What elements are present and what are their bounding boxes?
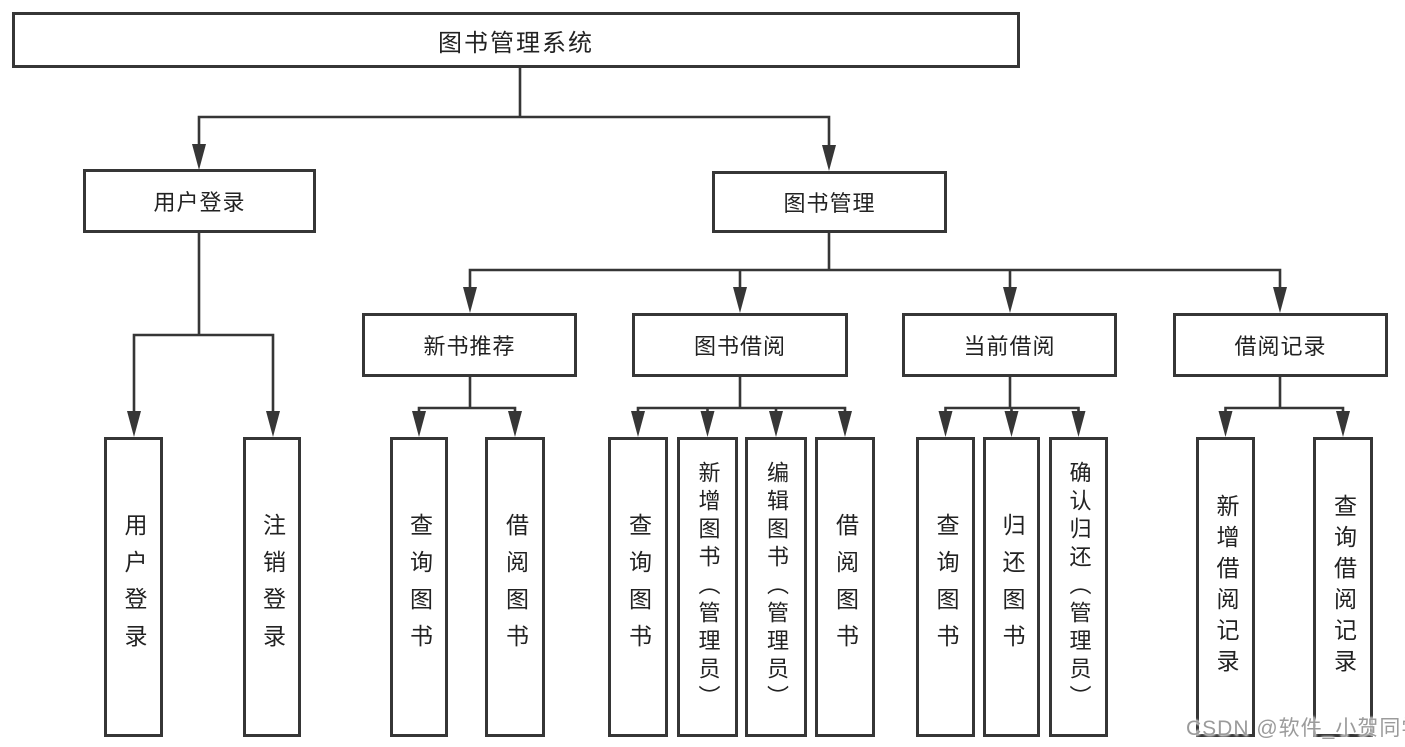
node-logout-leaf: 注销登录 — [243, 437, 301, 737]
node-new-book-recommendation: 新书推荐 — [362, 313, 577, 377]
node-borrow-books-leaf: 借阅图书 — [815, 437, 875, 737]
node-borrow-books-under-recommend: 借阅图书 — [485, 437, 545, 737]
node-user-login-module: 用户登录 — [83, 169, 316, 233]
node-query-books-under-recommend: 查询图书 — [390, 437, 448, 737]
node-add-borrowing-record: 新增借阅记录 — [1196, 437, 1255, 737]
node-confirm-return-admin: 确认归还（管理员） — [1049, 437, 1108, 737]
node-user-login-leaf: 用户登录 — [104, 437, 163, 737]
node-library-management-system: 图书管理系统 — [12, 12, 1020, 68]
node-book-borrowing: 图书借阅 — [632, 313, 848, 377]
csdn-watermark: CSDN @软件_小贺同学 — [1186, 717, 1405, 740]
node-return-books: 归还图书 — [983, 437, 1040, 737]
node-borrowing-records: 借阅记录 — [1173, 313, 1388, 377]
node-current-borrowing: 当前借阅 — [902, 313, 1117, 377]
node-edit-books-admin: 编辑图书（管理员） — [745, 437, 807, 737]
node-query-books-under-current: 查询图书 — [916, 437, 975, 737]
node-book-management-module: 图书管理 — [712, 171, 947, 233]
node-query-books-under-borrowing: 查询图书 — [608, 437, 668, 737]
node-add-books-admin: 新增图书（管理员） — [677, 437, 738, 737]
node-query-borrowing-record: 查询借阅记录 — [1313, 437, 1373, 737]
